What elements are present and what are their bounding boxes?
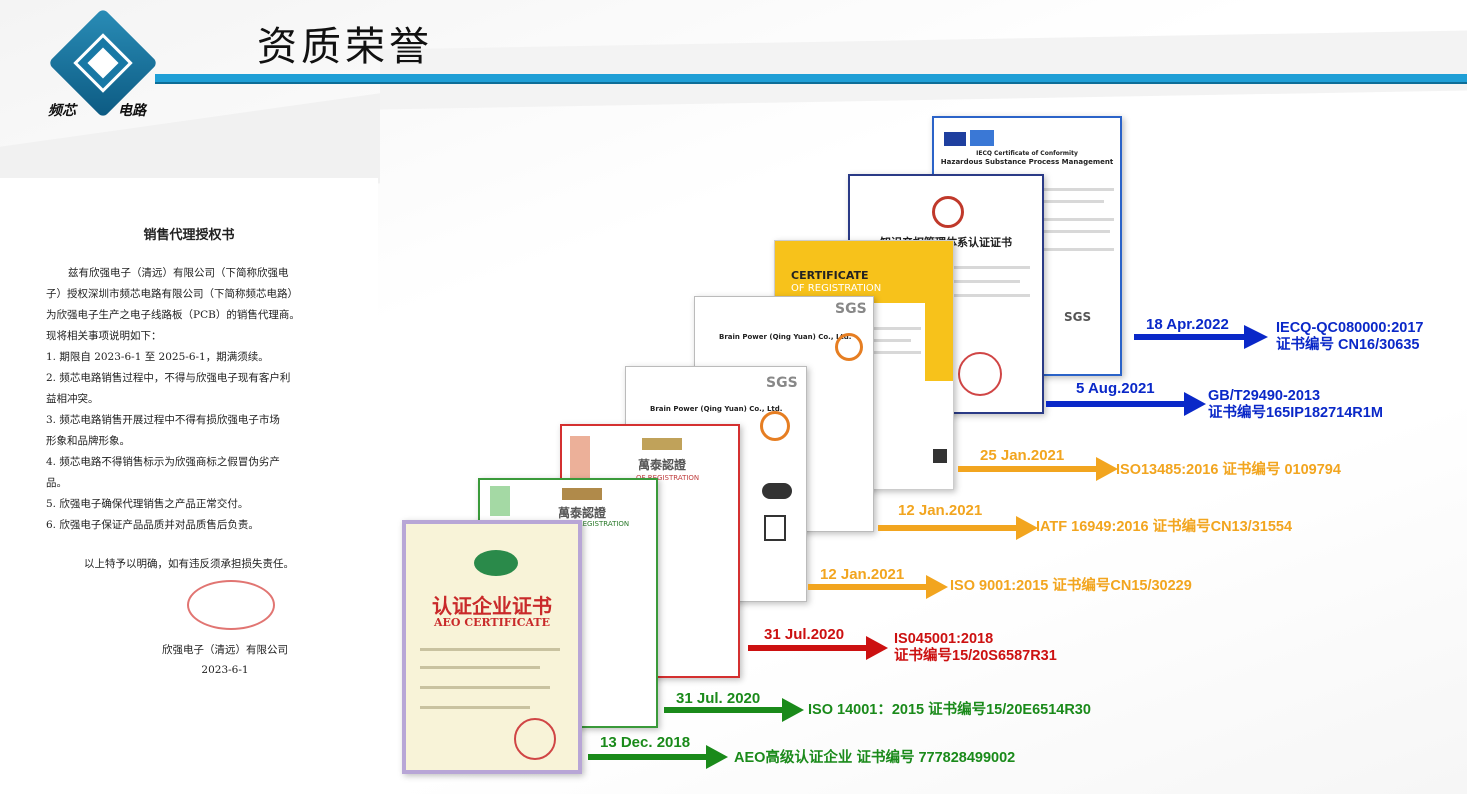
page-title: 资质荣誉 (257, 24, 433, 70)
intertek-yellow-side (925, 241, 953, 381)
intertek-subheading: OF REGISTRATION (791, 283, 882, 294)
text-line (1044, 248, 1114, 251)
letter-line: 品。 (46, 477, 67, 489)
aeo-subheading: AEO CERTIFICATE (434, 616, 550, 629)
wt-logo-icon (562, 488, 602, 500)
wt-green-stripe (490, 486, 510, 516)
letter-line: 1. 期限自 2023-6-1 至 2025-6-1，期满须续。 (46, 351, 269, 363)
letter-line: 3. 频芯电路销售开展过程中不得有损欣强电子市场 (46, 414, 280, 426)
text-line (871, 327, 921, 330)
letter-line: 形象和品牌形象。 (46, 435, 130, 447)
ukas-logo-icon (764, 515, 786, 541)
intertek-banner (775, 241, 953, 303)
text-line (871, 339, 911, 342)
iecq-subheading: Hazardous Substance Process Management (940, 158, 1114, 166)
text-line (1044, 188, 1114, 191)
cert-info-iso9001: ISO 9001:2015 证书编号CN15/30229 (950, 578, 1192, 594)
cert-info-iso14001: ISO 14001：2015 证书编号15/20E6514R30 (808, 702, 1091, 718)
letter-line: 5. 欣强电子确保代理销售之产品正常交付。 (46, 498, 249, 510)
authorization-letter: 销售代理授权书 兹有欣强电子（清远）有限公司（下简称欣强电 子）授权深圳市频芯电… (0, 178, 378, 716)
letter-line: 益相冲突。 (46, 393, 99, 405)
sgs-logo: SGS (766, 375, 798, 391)
letter-title: 销售代理授权书 (143, 228, 235, 243)
text-line (420, 666, 540, 669)
letter-line: 为欣强电子生产之电子线路板（PCB）的销售代理商。 (46, 309, 300, 321)
title-bar-underline (155, 82, 1467, 84)
date-aeo: 13 Dec. 2018 (600, 734, 691, 751)
cert-info-line: IECQ-QC080000:2017 (1276, 320, 1424, 336)
iecq-mark-icon (970, 130, 994, 146)
cert-info-iatf16949: IATF 16949:2016 证书编号CN13/31554 (1036, 519, 1293, 535)
aeo-logo-icon (474, 550, 518, 576)
text-line (1044, 200, 1104, 203)
company-name: Brain Power (Qing Yuan) Co., Ltd. (719, 333, 852, 341)
wt-subheading: OF REGISTRATION (566, 520, 630, 528)
iecq-logo-icon (944, 132, 966, 146)
date-iso14001: 31 Jul. 2020 (676, 690, 761, 707)
red-seal-icon (958, 352, 1002, 396)
letter-body: 兹有欣强电子（清远）有限公司（下简称欣强电 子）授权深圳市频芯电路有限公司（下简… (46, 263, 336, 536)
cert-info-line: 证书编号165IP182714R1M (1208, 405, 1383, 421)
intertek-heading: CERTIFICATE (791, 269, 869, 282)
cert-info-iecq: IECQ-QC080000:2017 证书编号 CN16/30635 (1276, 320, 1424, 354)
text-line (871, 351, 921, 354)
letter-line: 现将相关事项说明如下： (46, 330, 162, 342)
cert-info-aeo: AEO高级认证企业 证书编号 777828499002 (734, 750, 1016, 766)
sgs-mark-icon (835, 333, 863, 361)
cert-info-line: IS045001:2018 (894, 631, 994, 647)
wt-name: 萬泰認證 (638, 458, 687, 472)
date-gbt29490: 5 Aug.2021 (1076, 380, 1155, 397)
letter-line: 2. 频芯电路销售过程中，不得与欣强电子现有客户利 (46, 372, 291, 384)
logo-text-left: 频芯 (48, 103, 76, 119)
date-iecq: 18 Apr.2022 (1146, 316, 1229, 333)
qr-code-icon (933, 449, 947, 463)
aeo-heading: 认证企业证书 (432, 594, 552, 618)
text-line (950, 280, 1020, 283)
text-line (420, 686, 550, 689)
wt-subheading: OF REGISTRATION (636, 474, 700, 482)
company-name: Brain Power (Qing Yuan) Co., Ltd. (650, 405, 783, 413)
cert-info-iso45001: IS045001:2018 证书编号15/20S6587R31 (894, 631, 1057, 665)
text-line (1044, 218, 1114, 221)
text-line (420, 706, 530, 709)
title-bar (155, 74, 1467, 82)
letter-line: 兹有欣强电子（清远）有限公司（下简称欣强电 (68, 267, 289, 279)
iaf-logo-icon (762, 483, 792, 499)
aeo-seal-icon (514, 718, 556, 760)
iecq-sgs: SGS (1064, 310, 1092, 324)
company-logo: 频芯 电路 (47, 7, 159, 119)
date-iatf16949: 12 Jan.2021 (898, 502, 983, 519)
wt-logo-icon (642, 438, 682, 450)
text-line (950, 266, 1030, 269)
text-line (950, 294, 1030, 297)
text-line (420, 648, 560, 651)
letter-company: 欣强电子（清远）有限公司 (162, 644, 288, 656)
cert-info-iso13485: ISO13485:2016 证书编号 0109794 (1116, 462, 1341, 478)
cert-info-line: 证书编号15/20S6587R31 (894, 648, 1057, 664)
text-line (1044, 230, 1110, 233)
company-seal-icon (187, 580, 275, 630)
date-iso13485: 25 Jan.2021 (980, 447, 1065, 464)
letter-closing: 以上特予以明确，如有违反须承担损失责任。 (84, 558, 294, 570)
wt-name: 萬泰認證 (558, 506, 607, 520)
iecq-heading: IECQ Certificate of Conformity (976, 150, 1078, 157)
logo-text-right: 电路 (118, 103, 146, 119)
letter-line: 6. 欣强电子保证产品品质并对品质售后负责。 (46, 519, 259, 531)
letter-line: 子）授权深圳市频芯电路有限公司（下简称频芯电路） (46, 288, 298, 300)
sgs-mark-icon (760, 411, 790, 441)
cert-info-line: 证书编号 CN16/30635 (1276, 337, 1420, 353)
certificate-aeo: 认证企业证书 AEO CERTIFICATE (402, 520, 582, 774)
date-iso9001: 12 Jan.2021 (820, 566, 905, 583)
cert-info-line: GB/T29490-2013 (1208, 388, 1321, 404)
cert-info-gbt29490: GB/T29490-2013 证书编号165IP182714R1M (1208, 388, 1383, 422)
date-iso45001: 31 Jul.2020 (764, 626, 845, 643)
letter-line: 4. 频芯电路不得销售标示为欣强商标之假冒伪劣产 (46, 456, 280, 468)
zz-logo-icon (932, 196, 964, 228)
letter-date: 2023-6-1 (201, 664, 249, 676)
sgs-logo: SGS (835, 301, 867, 317)
